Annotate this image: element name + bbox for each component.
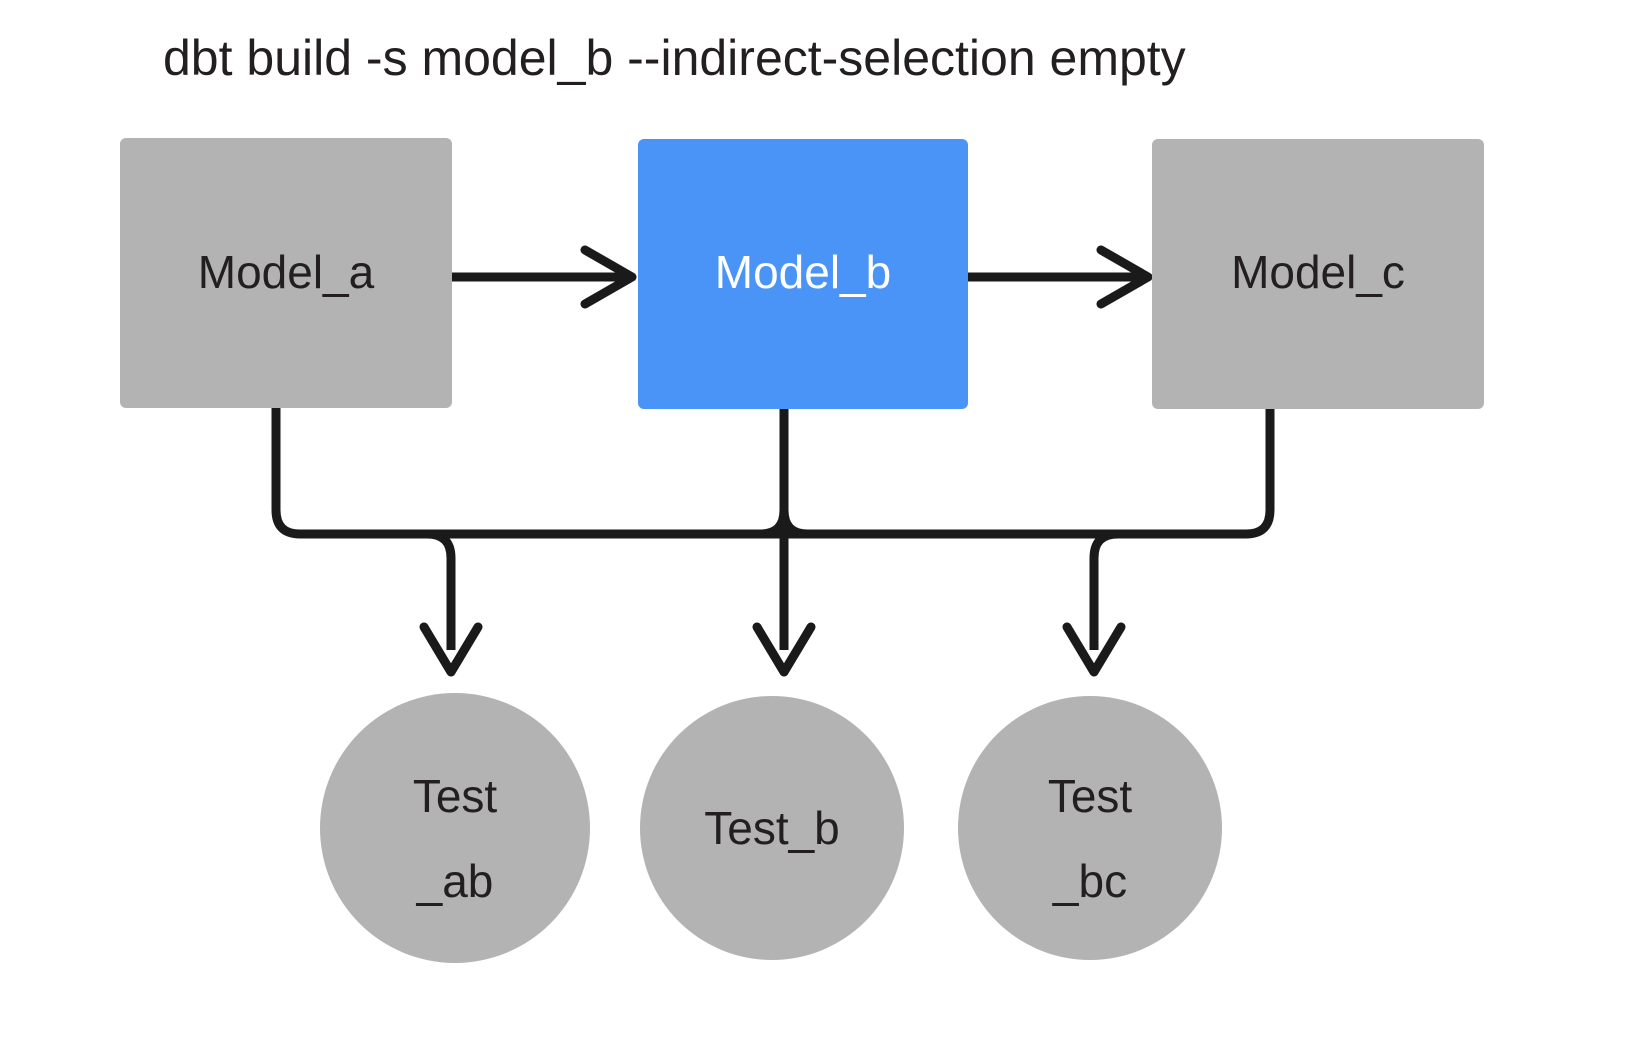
- node-model-a[interactable]: Model_a: [120, 138, 452, 408]
- edge-model-c-to-test-bc: [300, 405, 1275, 539]
- node-model-c[interactable]: Model_c: [1152, 139, 1484, 409]
- test-node-layer: Test _ab Test_b Test _bc: [320, 693, 1222, 963]
- node-model-c-label: Model_c: [1231, 246, 1405, 298]
- edge-bus-to-test-bc: [1062, 529, 1126, 677]
- edge-model-a-to-model-b: [452, 245, 637, 309]
- edge-model-a-to-test-ab: [271, 405, 1247, 539]
- node-test-b-shape[interactable]: [640, 696, 904, 960]
- node-model-b[interactable]: Model_b: [638, 139, 968, 409]
- node-test-b-label-line-1: Test_b: [704, 802, 840, 854]
- arrow-head-icon: [1062, 622, 1126, 677]
- edge-model-b-to-model-c: [968, 245, 1153, 309]
- node-test-bc[interactable]: Test _bc: [958, 696, 1222, 960]
- edge-model-b-to-test-b: [752, 405, 816, 677]
- node-test-bc-shape[interactable]: [958, 696, 1222, 960]
- edge-line: [271, 405, 1247, 539]
- arrow-head-icon: [752, 622, 816, 677]
- node-model-b-shape[interactable]: [638, 139, 968, 409]
- node-test-bc-label-line-1: Test: [1048, 770, 1133, 822]
- node-model-a-label: Model_a: [198, 246, 375, 298]
- node-model-a-shape[interactable]: [120, 138, 452, 408]
- diagram-title: dbt build -s model_b --indirect-selectio…: [163, 30, 1186, 86]
- arrow-head-icon: [580, 245, 637, 309]
- node-model-c-shape[interactable]: [1152, 139, 1484, 409]
- node-test-ab-label-line-1: Test: [413, 770, 498, 822]
- node-test-bc-label-line-2: _bc: [1052, 855, 1127, 907]
- node-test-b[interactable]: Test_b: [640, 696, 904, 960]
- edge-line: [1089, 529, 1119, 650]
- edge-bus-to-test-ab: [419, 529, 483, 677]
- node-test-ab-shape[interactable]: [320, 693, 590, 963]
- node-test-ab-label-line-2: _ab: [416, 855, 494, 907]
- edge-line: [300, 405, 1275, 539]
- edge-layer: [271, 245, 1275, 677]
- edge-fillet-right: [779, 509, 809, 539]
- arrow-head-icon: [1096, 245, 1153, 309]
- node-test-ab[interactable]: Test _ab: [320, 693, 590, 963]
- model-node-layer: Model_a Model_b Model_c: [120, 138, 1484, 409]
- edge-line: [426, 529, 456, 650]
- node-model-b-label: Model_b: [715, 246, 891, 298]
- arrow-head-icon: [419, 622, 483, 677]
